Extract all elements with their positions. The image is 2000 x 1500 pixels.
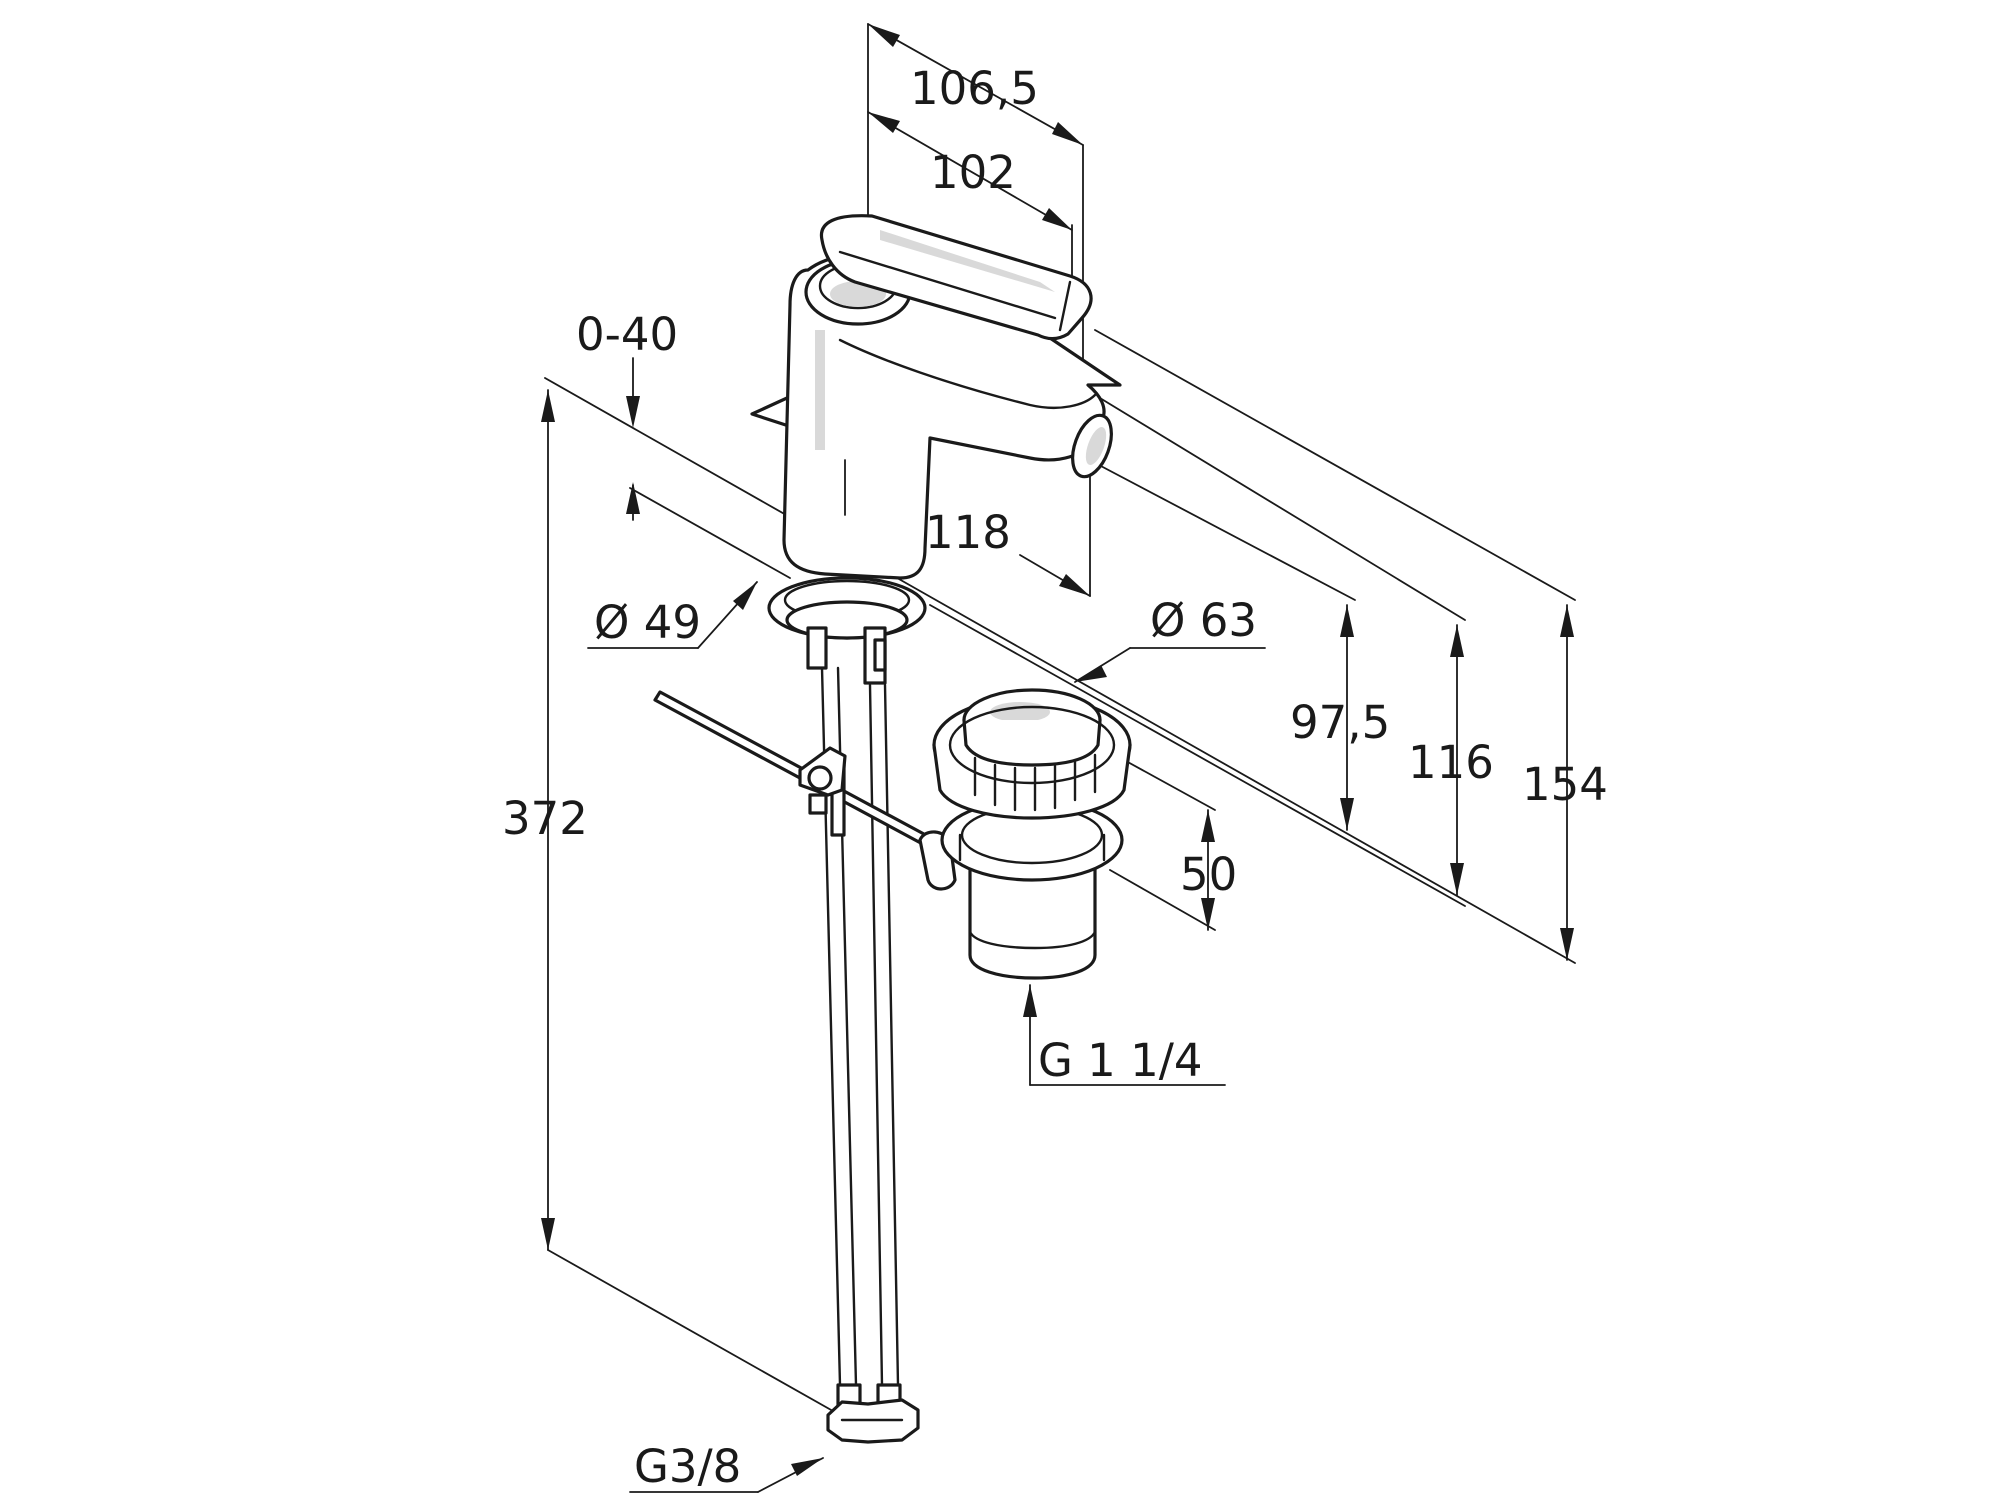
dim-thread-g3-8: G3/8 bbox=[634, 1440, 741, 1493]
dim-height-50: 50 bbox=[1180, 848, 1237, 901]
dim-thread-g-1-1-4: G 1 1/4 bbox=[1038, 1034, 1203, 1087]
dim-deck-thickness: 0-40 bbox=[576, 308, 678, 361]
pop-up-waste bbox=[918, 688, 1132, 980]
dim-width-106-5: 106,5 bbox=[910, 62, 1039, 115]
supply-hoses bbox=[806, 626, 920, 1444]
dim-height-154: 154 bbox=[1522, 758, 1608, 811]
dim-height-116: 116 bbox=[1408, 736, 1494, 789]
dimension-lines bbox=[544, 23, 1576, 1493]
dim-diameter-63: Ø 63 bbox=[1150, 594, 1257, 647]
faucet-body bbox=[750, 214, 1122, 640]
dimension-labels: 106,5 102 0-40 118 Ø 49 Ø 63 97,5 116 15… bbox=[502, 62, 1608, 1493]
dim-diameter-49: Ø 49 bbox=[594, 596, 701, 649]
dim-height-372: 372 bbox=[502, 792, 588, 845]
dim-reach-118: 118 bbox=[925, 506, 1011, 559]
pop-up-linkage bbox=[653, 690, 937, 850]
dim-width-102: 102 bbox=[930, 146, 1016, 199]
dim-height-97-5: 97,5 bbox=[1290, 696, 1390, 749]
